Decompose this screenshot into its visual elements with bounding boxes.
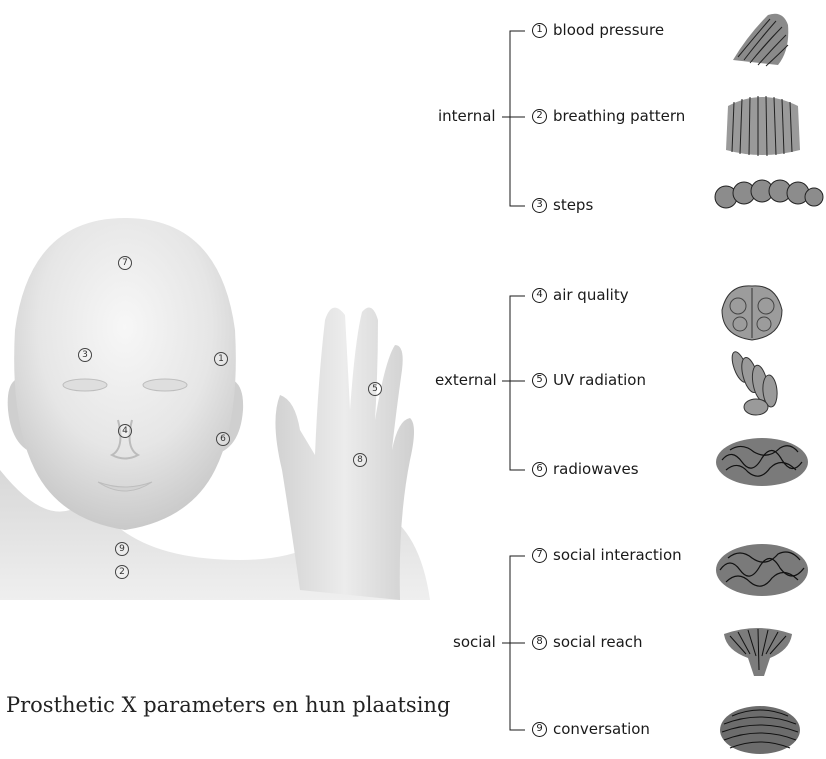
param-breathing-pattern: 2 breathing pattern [532,107,685,125]
number-badge: 4 [532,288,547,303]
param-label: breathing pattern [553,107,685,125]
thumbnail-breathing-pattern [720,88,805,160]
thumbnail-uv-radiation [726,347,788,419]
number-badge: 2 [532,109,547,124]
param-uv-radiation: 5 UV radiation [532,371,646,389]
param-label: social reach [553,633,643,651]
thumbnail-conversation [716,698,804,758]
thumbnail-air-quality [718,282,786,342]
param-social-reach: 8 social reach [532,633,643,651]
param-label: air quality [553,286,629,304]
thumbnail-blood-pressure [728,5,798,70]
param-blood-pressure: 1 blood pressure [532,21,664,39]
number-badge: 6 [532,462,547,477]
number-badge: 1 [532,23,547,38]
param-label: social interaction [553,546,682,564]
param-conversation: 9 conversation [532,720,650,738]
param-label: conversation [553,720,650,738]
thumbnail-social-reach [718,620,798,678]
number-badge: 3 [532,198,547,213]
param-label: steps [553,196,593,214]
param-label: blood pressure [553,21,664,39]
number-badge: 9 [532,722,547,737]
group-label-external: external [435,371,497,389]
figure-caption: Prosthetic X parameters en hun plaatsing [6,693,450,717]
group-label-social: social [453,633,496,651]
param-air-quality: 4 air quality [532,286,629,304]
thumbnail-steps [712,175,824,213]
thumbnail-social-interaction [712,540,812,600]
param-label: UV radiation [553,371,646,389]
number-badge: 7 [532,548,547,563]
param-label: radiowaves [553,460,639,478]
group-label-internal: internal [438,107,496,125]
number-badge: 8 [532,635,547,650]
param-social-interaction: 7 social interaction [532,546,682,564]
thumbnail-radiowaves [712,432,812,490]
param-steps: 3 steps [532,196,593,214]
number-badge: 5 [532,373,547,388]
param-radiowaves: 6 radiowaves [532,460,639,478]
